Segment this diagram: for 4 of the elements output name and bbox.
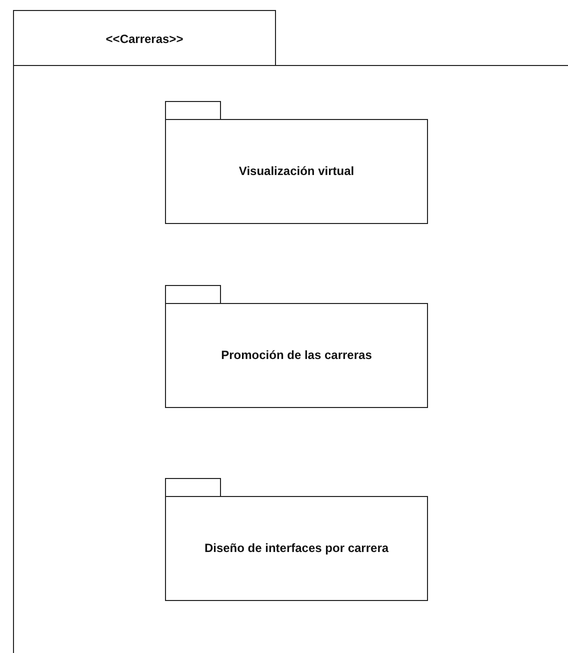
package-label: Visualización virtual <box>238 164 354 178</box>
package-name: <<Carreras>> <box>106 32 184 46</box>
package-label: Promoción de las carreras <box>221 348 372 362</box>
package-label: Diseño de interfaces por carrera <box>204 541 389 555</box>
